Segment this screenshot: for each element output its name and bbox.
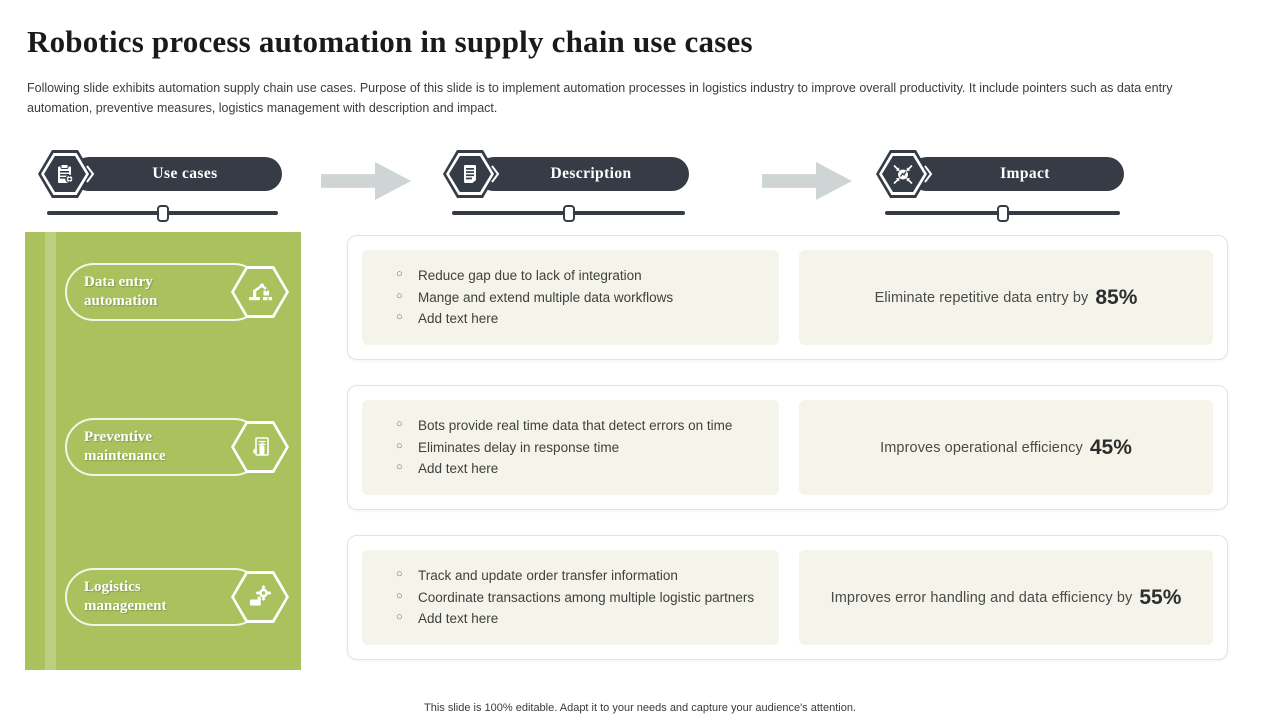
- document-lines-icon: [443, 150, 500, 198]
- description-header-pill: Description: [477, 157, 689, 191]
- chevron-right-icon: [491, 165, 500, 183]
- impact-arrows-icon: [876, 150, 933, 198]
- description-box: Reduce gap due to lack of integration Ma…: [362, 250, 779, 345]
- impact-value: 45%: [1089, 435, 1132, 459]
- hand-gear-icon: [231, 571, 289, 623]
- use-cases-header-pill: Use cases: [72, 157, 282, 191]
- description-bullet: Add text here: [396, 608, 769, 630]
- impact-value: 55%: [1139, 585, 1182, 609]
- chevron-right-icon: [924, 165, 933, 183]
- column-header-use-cases: Use cases: [38, 150, 282, 222]
- sidebar-item-preventive-maintenance: Preventive maintenance: [65, 418, 289, 476]
- row-card-logistics-management: Track and update order transfer informat…: [347, 535, 1228, 660]
- impact-text: Eliminate repetitive data entry by: [874, 289, 1089, 306]
- impact-value: 85%: [1095, 285, 1138, 309]
- description-bullet: Eliminates delay in response time: [396, 437, 769, 459]
- description-bullet: Mange and extend multiple data workflows: [396, 287, 769, 309]
- slider-handle[interactable]: [562, 205, 575, 222]
- impact-box: Eliminate repetitive data entry by 85%: [799, 250, 1213, 345]
- use-case-label: Logistics management: [84, 578, 167, 615]
- use-case-label: Data entry automation: [84, 273, 158, 310]
- row-card-data-entry-automation: Reduce gap due to lack of integration Ma…: [347, 235, 1228, 360]
- description-box: Track and update order transfer informat…: [362, 550, 779, 645]
- impact-box: Improves error handling and data efficie…: [799, 550, 1213, 645]
- description-bullet: Add text here: [396, 308, 769, 330]
- description-bullet: Bots provide real time data that detect …: [396, 415, 769, 437]
- impact-header-pill: Impact: [910, 157, 1124, 191]
- use-cases-slider: [47, 205, 278, 222]
- sidebar-item-logistics-management: Logistics management: [65, 568, 289, 626]
- flow-arrow-icon: [762, 162, 852, 200]
- editable-note: This slide is 100% editable. Adapt it to…: [424, 702, 856, 714]
- column-header-impact: Impact: [876, 150, 1124, 222]
- impact-box: Improves operational efficiency 45%: [799, 400, 1213, 495]
- robot-arm-icon: [231, 266, 289, 318]
- description-bullet: Reduce gap due to lack of integration: [396, 265, 769, 287]
- slide-subtitle: Following slide exhibits automation supp…: [27, 81, 1173, 115]
- description-bullet: Coordinate transactions among multiple l…: [396, 587, 769, 609]
- clipboard-gear-icon: [38, 150, 95, 198]
- impact-text: Improves error handling and data efficie…: [830, 589, 1133, 606]
- description-bullet: Track and update order transfer informat…: [396, 565, 769, 587]
- slider-handle[interactable]: [156, 205, 169, 222]
- sidebar-item-data-entry-automation: Data entry automation: [65, 263, 289, 321]
- flow-arrow-icon: [321, 162, 411, 200]
- column-header-description: Description: [443, 150, 689, 222]
- maintenance-document-icon: [231, 421, 289, 473]
- description-box: Bots provide real time data that detect …: [362, 400, 779, 495]
- impact-slider: [885, 205, 1120, 222]
- slider-handle[interactable]: [996, 205, 1009, 222]
- use-case-label: Preventive maintenance: [84, 428, 166, 465]
- chevron-right-icon: [86, 165, 95, 183]
- use-cases-panel: Data entry automation Preventive mainten…: [25, 232, 301, 670]
- description-bullet: Add text here: [396, 458, 769, 480]
- description-slider: [452, 205, 685, 222]
- page-title: Robotics process automation in supply ch…: [27, 24, 753, 59]
- panel-accent-stripe: [45, 232, 56, 670]
- impact-text: Improves operational efficiency: [880, 439, 1083, 456]
- row-card-preventive-maintenance: Bots provide real time data that detect …: [347, 385, 1228, 510]
